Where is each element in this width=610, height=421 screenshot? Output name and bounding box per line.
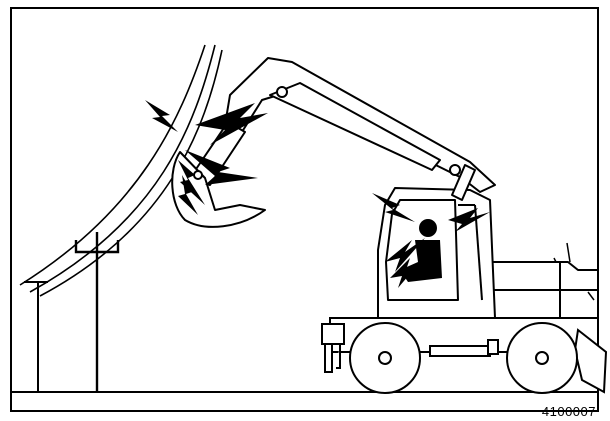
illustration-frame (10, 7, 599, 412)
figure-number: 4100007 (541, 404, 596, 419)
utility-pole-right (74, 232, 120, 391)
utility-pole-left (24, 281, 48, 391)
cab-details (553, 242, 595, 301)
excavator-boom (171, 57, 496, 228)
lightning-bolt-icon (145, 100, 490, 288)
excavator-undercarriage (321, 317, 608, 394)
